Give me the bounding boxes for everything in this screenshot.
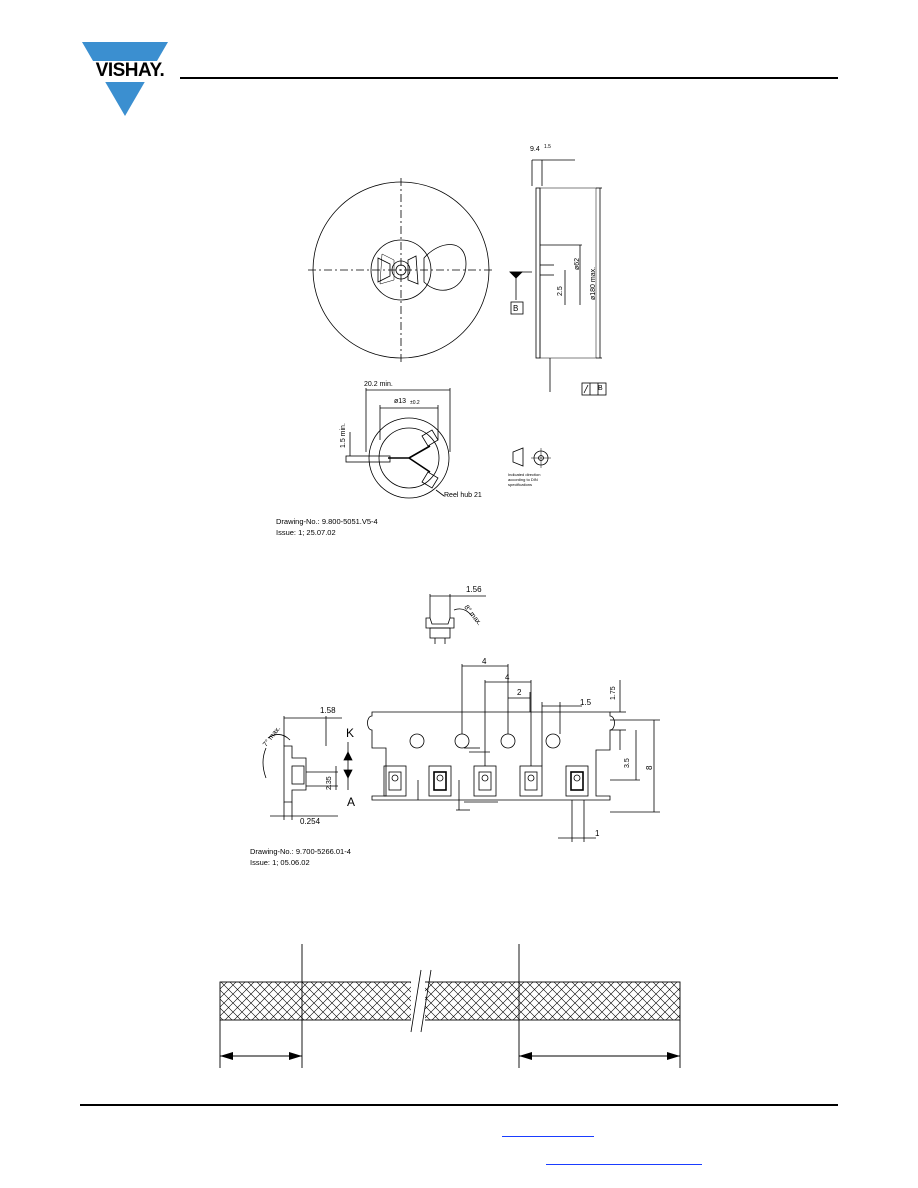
- reel-issue: Issue: 1; 25.07.02: [276, 528, 336, 537]
- dim-4a: 4: [482, 657, 487, 666]
- dim-hub: ø62: [574, 257, 581, 270]
- datum-b-box: [510, 301, 524, 315]
- dim-2: 2: [517, 688, 522, 697]
- reel-drawing: [308, 159, 607, 499]
- dim-235: 2.35: [326, 776, 333, 790]
- dim-small: 2.5: [557, 286, 564, 296]
- footer-link-1[interactable]: [502, 1136, 594, 1137]
- footer-link-2[interactable]: [546, 1164, 702, 1165]
- vishay-logo-text: VISHAY.: [95, 60, 165, 81]
- vishay-logo-icon: [78, 42, 182, 116]
- footer-rule: [80, 1104, 838, 1106]
- hub-width: 20.2 min.: [364, 381, 393, 388]
- hub-depth: 1.5 min.: [340, 423, 347, 448]
- hub-bore-tol: ±0.2: [410, 400, 420, 406]
- dim-top-tol: 1.5: [544, 144, 551, 150]
- projection-note: Indicated direction according to DIN spe…: [508, 472, 541, 487]
- label-a: A: [347, 795, 356, 809]
- tape-drawing-no: Drawing-No.: 9.700-5266.01-4: [250, 847, 351, 856]
- datum-b-label: B: [513, 304, 519, 313]
- flatness-label: B: [598, 385, 603, 392]
- dim-175: 1.75: [610, 686, 617, 700]
- dim-8: 8: [645, 765, 654, 770]
- dim-top: 9.4: [530, 146, 540, 153]
- dim-outer: ø180 max.: [590, 266, 597, 300]
- label-k: K: [346, 726, 355, 740]
- dim-0254: 0.254: [300, 817, 321, 826]
- tape-strip: [219, 981, 681, 1021]
- reel-drawing-no: Drawing-No.: 9.800-5051.V5-4: [276, 517, 378, 526]
- dim-35: 3.5: [624, 758, 631, 768]
- dim-4b: 4: [505, 673, 510, 682]
- dim-1: 1: [595, 829, 600, 838]
- tape-drawing: [262, 594, 660, 842]
- dim-15: 1.5: [580, 698, 592, 707]
- reel-hub-label: Reel hub 21: [444, 492, 482, 499]
- hub-bore: ø13: [394, 398, 407, 405]
- dim-156: 1.56: [466, 585, 482, 594]
- dim-158: 1.58: [320, 706, 336, 715]
- header-rule: [180, 77, 838, 79]
- tape-issue: Issue: 1; 05.06.02: [250, 858, 310, 867]
- leader-trailer-drawing: [219, 944, 681, 1068]
